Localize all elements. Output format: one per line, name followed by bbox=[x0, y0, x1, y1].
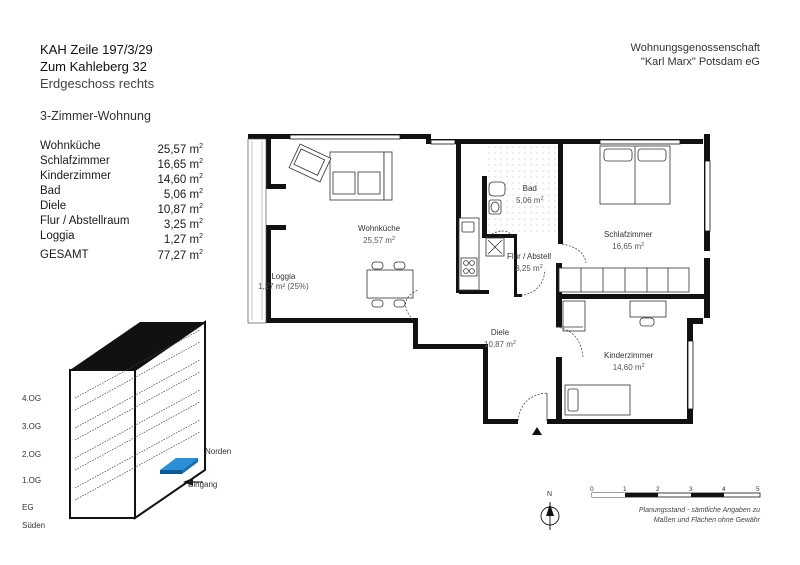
organization-name: Wohnungsgenossenschaft "Karl Marx" Potsd… bbox=[631, 41, 760, 69]
area-row: Loggia 1,27 m2 bbox=[40, 229, 203, 246]
kitchen-counter bbox=[458, 217, 480, 291]
area-value: 14,60 m2 bbox=[157, 173, 203, 186]
area-name: Wohnküche bbox=[40, 140, 101, 152]
living-furniture bbox=[288, 143, 414, 308]
scale-tick: 5 bbox=[756, 486, 760, 493]
building-diagram bbox=[69, 320, 206, 520]
north-label: Norden bbox=[205, 447, 232, 456]
area-row: Diele 10,87 m2 bbox=[40, 199, 203, 216]
floor-2og: 2.OG bbox=[22, 450, 42, 459]
area-row: Bad 5,06 m2 bbox=[40, 184, 203, 201]
room-kinderzimmer: Kinderzimmer 14,60 m2 bbox=[604, 351, 654, 372]
floor-4og: 4.OG bbox=[22, 394, 42, 403]
area-value: 10,87 m2 bbox=[157, 203, 203, 216]
floor-3og: 3.OG bbox=[22, 422, 42, 431]
area-row: Flur / Abstellraum 3,25 m2 bbox=[40, 214, 203, 231]
disclaimer-line-2: Maßen und Flächen ohne Gewähr bbox=[653, 517, 760, 524]
organization-line-1: Wohnungsgenossenschaft bbox=[630, 42, 760, 54]
floor-eg: EG bbox=[22, 503, 34, 512]
washing-machine bbox=[485, 237, 505, 257]
apartment-highlight bbox=[160, 458, 198, 470]
windows bbox=[289, 134, 711, 410]
area-value: 1,27 m2 bbox=[163, 233, 203, 246]
area-total: GESAMT 77,27 m2 bbox=[40, 249, 203, 262]
area-name: Bad bbox=[40, 185, 61, 197]
address-line-2: Zum Kahleberg 32 bbox=[40, 59, 147, 74]
loggia bbox=[247, 138, 267, 324]
kids-furniture bbox=[562, 300, 667, 416]
floor-1og: 1.OG bbox=[22, 476, 42, 485]
area-name: Flur / Abstellraum bbox=[40, 215, 130, 227]
area-table: Wohnküche 25,57 m2 Schlafzimmer 16,65 m2 K… bbox=[40, 139, 203, 246]
area-row: Kinderzimmer 14,60 m2 bbox=[40, 169, 203, 186]
area-value: 5,06 m2 bbox=[163, 188, 203, 201]
disclaimer: Planungsstand - sämtliche Angaben zu Maß… bbox=[639, 506, 760, 526]
room-diele: Diele 10,87 m2 bbox=[484, 328, 516, 349]
compass-north-letter: N bbox=[547, 491, 553, 498]
door-swings bbox=[405, 230, 587, 422]
scale-tick: 2 bbox=[656, 486, 660, 493]
scale-tick: 0 bbox=[590, 486, 594, 493]
apartment-type: 3-Zimmer-Wohnung bbox=[40, 109, 151, 123]
bedroom-furniture bbox=[558, 145, 690, 293]
area-name: Kinderzimmer bbox=[40, 170, 111, 182]
scale-tick: 1 bbox=[623, 486, 627, 493]
area-value: 3,25 m2 bbox=[163, 218, 203, 231]
area-name: Diele bbox=[40, 200, 67, 212]
bathroom-fixtures bbox=[488, 181, 506, 215]
entrance-label: Eingang bbox=[188, 480, 218, 489]
room-flur: Flur / Abstell 3,25 m2 bbox=[507, 252, 552, 273]
area-name: Schlafzimmer bbox=[40, 155, 110, 167]
organization-line-2: "Karl Marx" Potsdam eG bbox=[640, 56, 760, 68]
south-label: Süden bbox=[22, 521, 46, 530]
scale-tick: 4 bbox=[722, 486, 726, 493]
room-bad: Bad 5,06 m2 bbox=[516, 184, 544, 205]
room-loggia: Loggia 1,27 m² (25%) bbox=[258, 272, 309, 291]
area-value: 25,57 m2 bbox=[157, 143, 203, 156]
door-leaves bbox=[546, 326, 583, 421]
total-value: 77,27 m2 bbox=[157, 249, 203, 262]
floor-position: Erdgeschoss rechts bbox=[40, 76, 155, 91]
entrance-marker-icon bbox=[183, 478, 193, 486]
scale-bar bbox=[591, 492, 761, 498]
area-value: 16,65 m2 bbox=[157, 158, 203, 171]
entrance-arrow-icon bbox=[532, 427, 542, 435]
address-line-1: KAH Zeile 197/3/29 bbox=[40, 42, 153, 57]
area-row: Schlafzimmer 16,65 m2 bbox=[40, 154, 203, 171]
compass-icon bbox=[540, 502, 560, 530]
total-label: GESAMT bbox=[40, 249, 89, 261]
disclaimer-line-1: Planungsstand - sämtliche Angaben zu bbox=[638, 507, 760, 514]
area-row: Wohnküche 25,57 m2 bbox=[40, 139, 203, 156]
room-schlafzimmer: Schlafzimmer 16,65 m2 bbox=[604, 230, 653, 251]
room-wohnkueche: Wohnküche 25,57 m2 bbox=[358, 224, 401, 245]
area-name: Loggia bbox=[40, 230, 75, 242]
address-block: KAH Zeile 197/3/29 Zum Kahleberg 32 Erdg… bbox=[40, 41, 154, 92]
scale-tick: 3 bbox=[689, 486, 693, 493]
